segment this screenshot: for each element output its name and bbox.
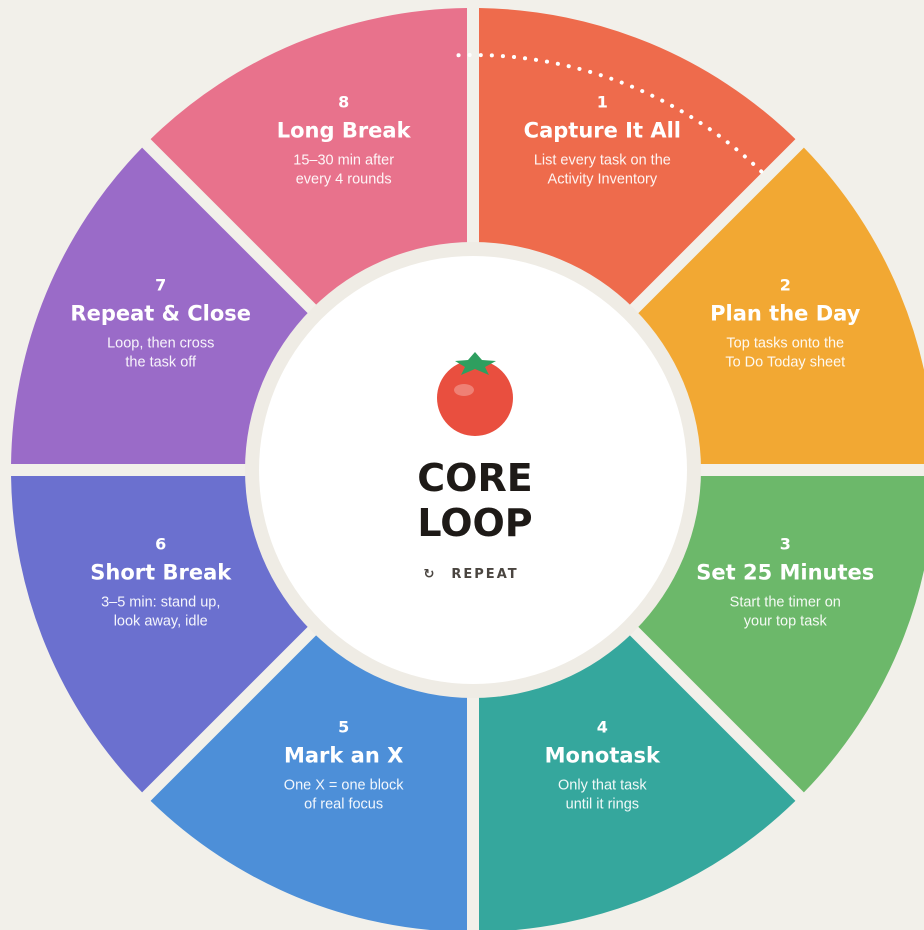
repeat-label: REPEAT bbox=[451, 567, 518, 582]
step-description: look away, idle bbox=[114, 613, 208, 629]
center-title-line1: CORE bbox=[417, 456, 532, 500]
step-title: Set 25 Minutes bbox=[696, 560, 874, 584]
step-title: Long Break bbox=[277, 119, 412, 143]
step-number: 6 bbox=[155, 534, 166, 553]
step-description: 15–30 min after bbox=[293, 153, 394, 169]
step-number: 8 bbox=[338, 93, 349, 112]
step-description: To Do Today sheet bbox=[725, 355, 845, 371]
repeat-icon: ↻ bbox=[424, 567, 437, 582]
step-description: Activity Inventory bbox=[548, 172, 658, 188]
segment-1 bbox=[478, 8, 796, 316]
step-number: 7 bbox=[155, 276, 166, 295]
segment-4 bbox=[478, 624, 796, 930]
step-number: 2 bbox=[780, 276, 791, 295]
step-number: 1 bbox=[597, 93, 608, 112]
segment-6 bbox=[11, 475, 319, 793]
step-description: Loop, then cross bbox=[107, 336, 214, 352]
step-description: Start the timer on bbox=[730, 594, 841, 610]
step-title: Plan the Day bbox=[710, 302, 861, 326]
step-number: 3 bbox=[780, 534, 791, 553]
segment-5 bbox=[150, 624, 468, 930]
step-description: until it rings bbox=[566, 796, 639, 812]
step-title: Repeat & Close bbox=[70, 302, 251, 326]
step-description: List every task on the bbox=[534, 153, 671, 169]
step-description: 3–5 min: stand up, bbox=[101, 594, 220, 610]
segment-8 bbox=[150, 8, 468, 316]
step-title: Mark an X bbox=[284, 743, 403, 767]
segment-3 bbox=[627, 475, 924, 793]
step-number: 5 bbox=[338, 717, 349, 736]
step-title: Capture It All bbox=[524, 119, 681, 143]
segment-7 bbox=[11, 147, 319, 465]
step-title: Monotask bbox=[545, 743, 661, 767]
hub bbox=[259, 256, 687, 684]
step-number: 4 bbox=[597, 717, 608, 736]
center-title-line2: LOOP bbox=[417, 501, 532, 545]
step-description: the task off bbox=[125, 355, 197, 371]
step-description: of real focus bbox=[304, 796, 383, 812]
cycle-arrow bbox=[456, 53, 769, 179]
step-description: your top task bbox=[744, 613, 828, 629]
step-description: One X = one block bbox=[284, 777, 404, 793]
tomato-icon bbox=[437, 352, 513, 436]
step-description: Top tasks onto the bbox=[726, 336, 844, 352]
step-title: Short Break bbox=[90, 560, 232, 584]
segment-2 bbox=[627, 147, 924, 465]
step-description: every 4 rounds bbox=[296, 172, 392, 188]
segments-ring bbox=[11, 8, 924, 930]
step-description: Only that task bbox=[558, 777, 647, 793]
